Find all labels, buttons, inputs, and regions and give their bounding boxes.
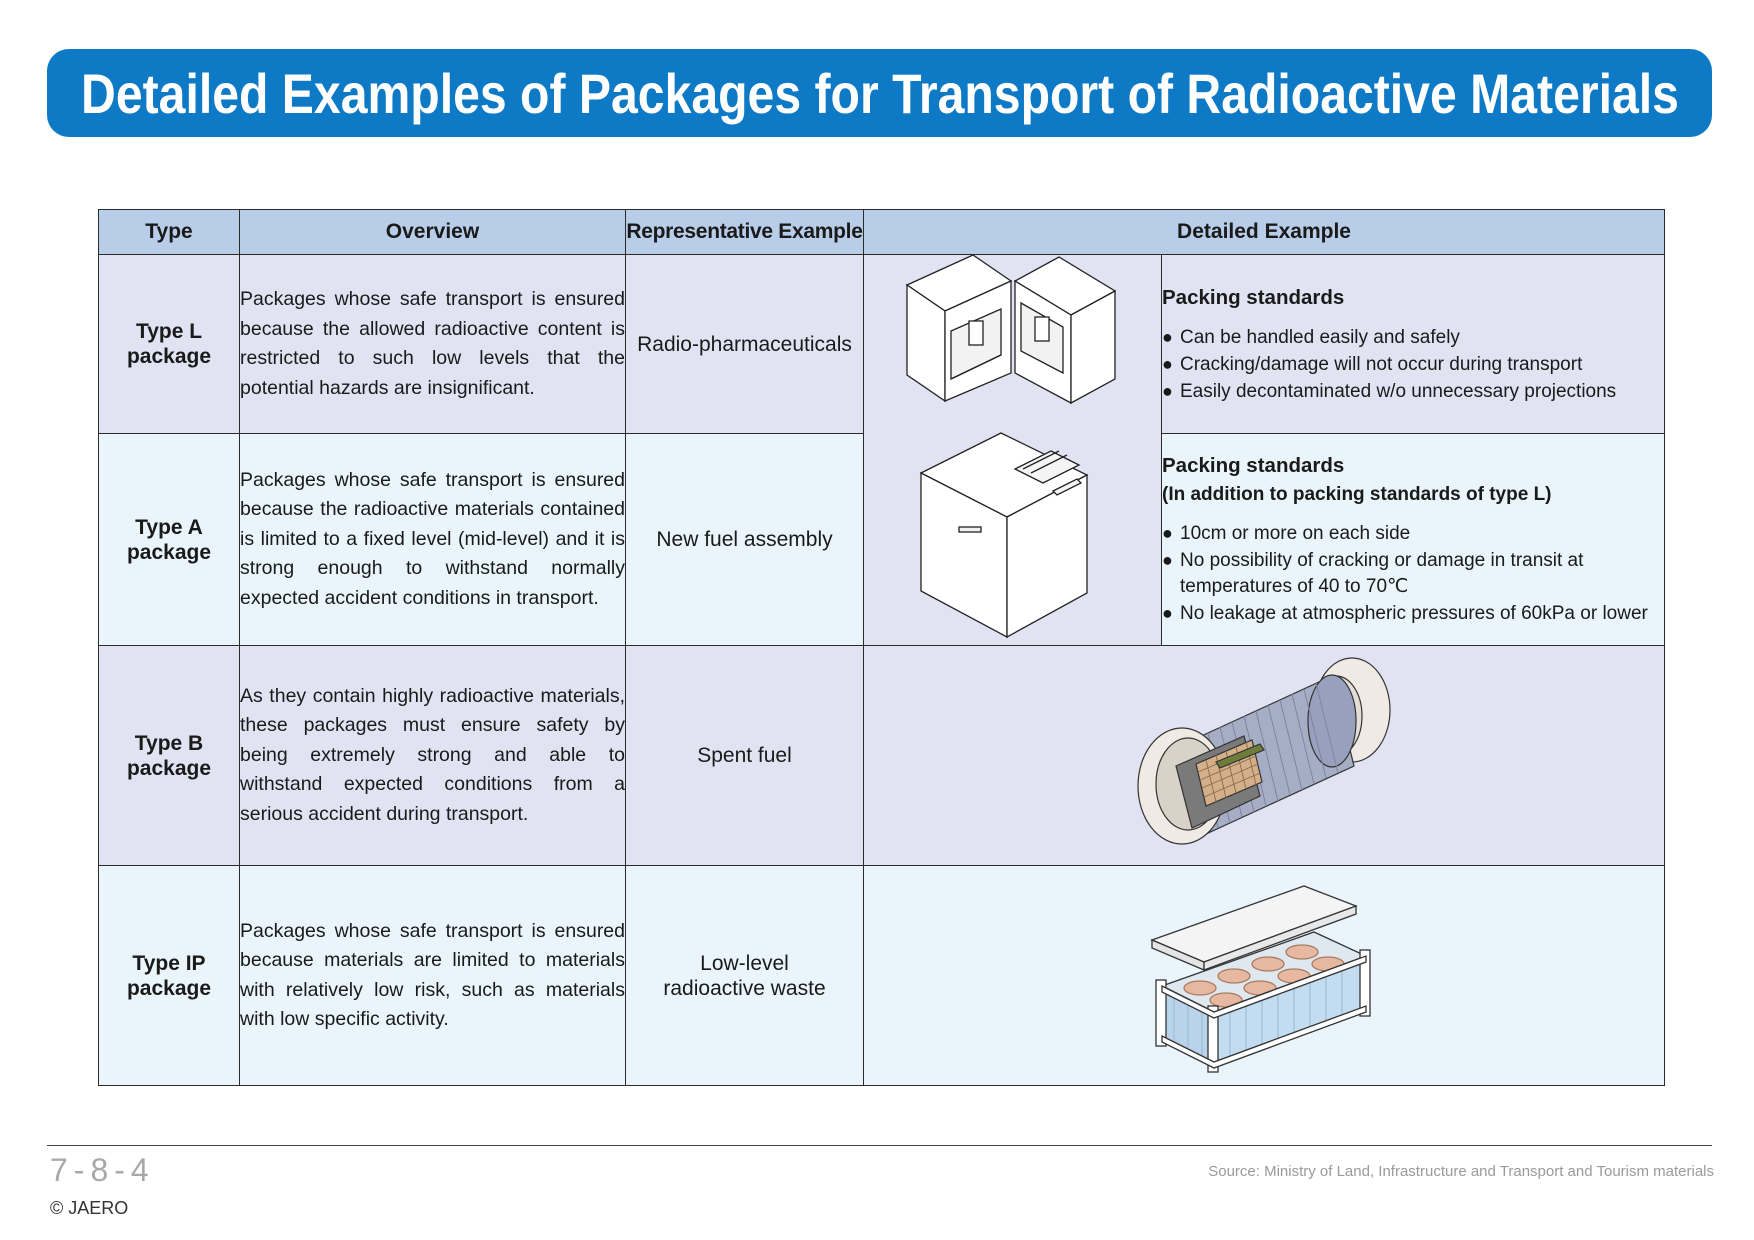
list-item: 10cm or more on each side	[1162, 520, 1664, 547]
type-suffix: package	[126, 540, 212, 564]
packing-standards-heading: Packing standards	[1162, 285, 1345, 309]
representative-cell: Radio-pharmaceuticals	[625, 253, 864, 435]
representative-line: Low-level	[700, 951, 789, 975]
type-ip-illustration-cell	[863, 865, 1665, 1086]
source-note: Source: Ministry of Land, Infrastructure…	[1208, 1163, 1714, 1180]
overview-cell: Packages whose safe transport is ensured…	[239, 253, 626, 435]
type-name: Type IP	[132, 951, 206, 975]
page-title: Detailed Examples of Packages for Transp…	[80, 61, 1679, 125]
type-name: Type B	[134, 731, 204, 755]
header-representative-example: Representative Example	[625, 209, 864, 255]
header-overview: Overview	[239, 209, 626, 255]
radiopharmaceutical-boxes-illustration	[905, 255, 1116, 405]
representative-cell: New fuel assembly	[625, 433, 864, 646]
header-type: Type	[98, 209, 240, 255]
type-b-illustration-cell	[863, 645, 1665, 866]
overview-cell: Packages whose safe transport is ensured…	[239, 433, 626, 646]
type-la-illustration-cell	[863, 254, 1162, 646]
header-detailed-example: Detailed Example	[863, 209, 1665, 255]
spent-fuel-cask-illustration	[1137, 656, 1391, 845]
table-row: Type L package Packages whose safe trans…	[98, 253, 1665, 646]
type-name: Type L	[135, 320, 203, 344]
type-cell: Type A package	[98, 433, 240, 646]
new-fuel-container-illustration	[919, 432, 1088, 639]
list-item: Easily decontaminated w/o unnecessary pr…	[1162, 378, 1664, 405]
representative-cell: Low-level radioactive waste	[625, 865, 864, 1086]
type-suffix: package	[126, 976, 212, 1000]
type-cell: Type L package	[98, 253, 240, 435]
type-suffix: package	[126, 756, 212, 780]
packing-standards-list: Can be handled easily and safely Crackin…	[1162, 324, 1664, 405]
type-suffix: package	[126, 345, 212, 369]
type-name: Type A	[135, 515, 203, 539]
overview-cell: Packages whose safe transport is ensured…	[239, 865, 626, 1086]
footer-divider	[47, 1145, 1712, 1146]
type-cell: Type B package	[98, 645, 240, 866]
page-number: 7-8-4	[50, 1152, 155, 1188]
packing-standards-heading: Packing standards	[1162, 454, 1345, 478]
packing-standards-subheading: (In addition to packing standards of typ…	[1162, 484, 1552, 506]
representative-line: radioactive waste	[663, 976, 826, 1000]
list-item: Cracking/damage will not occur during tr…	[1162, 351, 1664, 378]
table-row: Type B package As they contain highly ra…	[98, 645, 1665, 866]
type-cell: Type IP package	[98, 865, 240, 1086]
packing-standards-list: 10cm or more on each side No possibility…	[1162, 520, 1664, 627]
list-item: Can be handled easily and safely	[1162, 324, 1664, 351]
title-bar: Detailed Examples of Packages for Transp…	[47, 49, 1712, 137]
list-item: No possibility of cracking or damage in …	[1162, 547, 1664, 600]
representative-cell: Spent fuel	[625, 645, 864, 866]
copyright: © JAERO	[50, 1198, 129, 1218]
packing-standards-type-l: Packing standards Can be handled easily …	[1161, 253, 1665, 435]
packing-standards-type-a: Packing standards (In addition to packin…	[1161, 433, 1665, 646]
package-table: Type Overview Representative Example Det…	[98, 209, 1665, 1086]
overview-cell: As they contain highly radioactive mater…	[239, 645, 626, 866]
header-row: Type Overview Representative Example Det…	[98, 209, 1665, 255]
list-item: No leakage at atmospheric pressures of 6…	[1162, 600, 1664, 627]
low-level-waste-container-illustration	[1150, 884, 1371, 1073]
type-l-a-packages-illustration	[905, 255, 1116, 639]
table-row: Type IP package Packages whose safe tran…	[98, 865, 1665, 1086]
